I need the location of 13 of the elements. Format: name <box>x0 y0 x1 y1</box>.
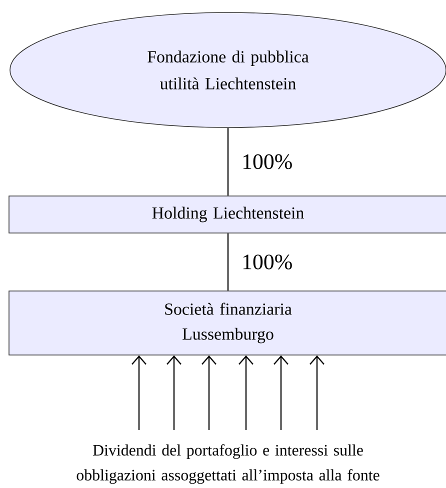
connector-line <box>227 233 229 291</box>
company-box: Società finanziaria Lussemburgo <box>8 290 446 356</box>
edge-label: 100% <box>243 254 292 270</box>
arrow <box>132 355 146 430</box>
arrow <box>274 355 288 430</box>
edge-label: 100% <box>243 154 292 170</box>
company-box: Holding Liechtenstein <box>8 196 446 234</box>
arrow <box>310 355 324 430</box>
arrow <box>202 355 216 430</box>
source-text: Dividendi del portafoglio e interessi sulle obbligazioni assoggettati all’imposta alla fonte <box>76 444 380 484</box>
connector-line <box>227 128 229 196</box>
arrow <box>238 355 254 430</box>
arrow <box>166 355 182 430</box>
